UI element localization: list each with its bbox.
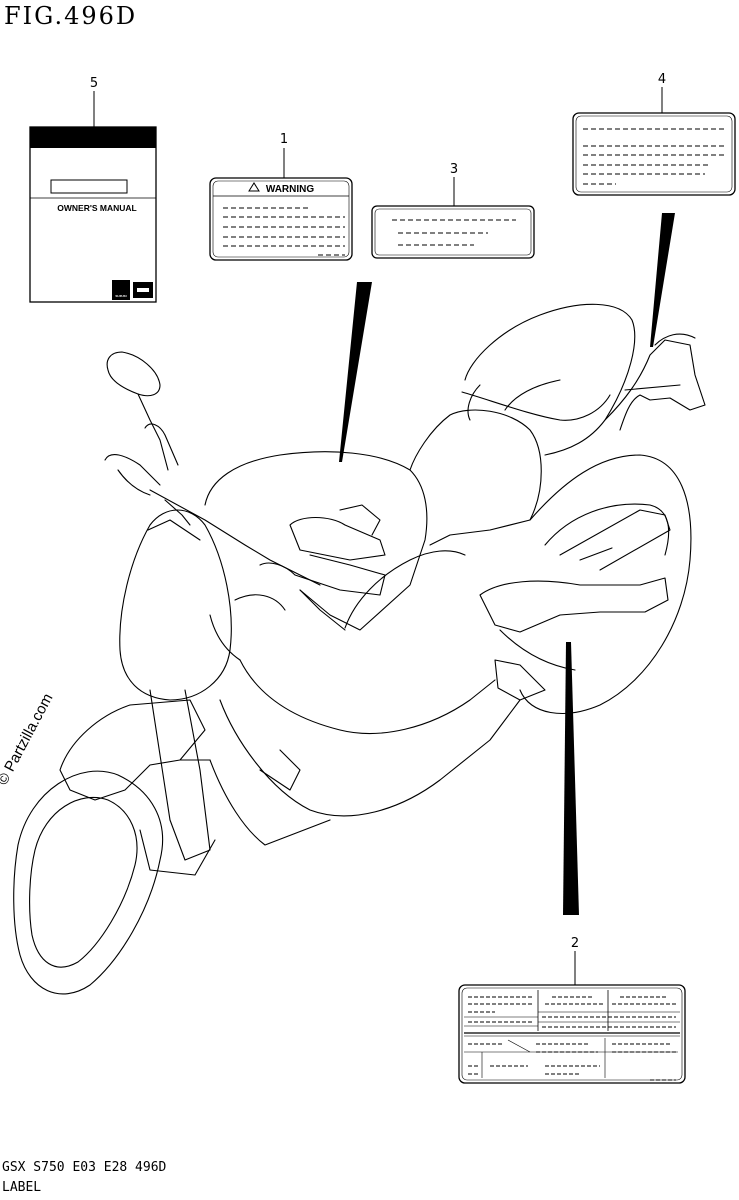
motorcycle-outline xyxy=(13,303,706,995)
manual-brand-logo: SUZUKI xyxy=(115,294,126,298)
callout-2: 2 xyxy=(571,936,579,951)
callout-5: 5 xyxy=(90,76,98,91)
figure-title: FIG.496D xyxy=(4,2,138,30)
callout-1: 1 xyxy=(280,132,288,147)
warning-label-heading: WARNING xyxy=(266,184,315,195)
footer-model-code: GSX S750 E03 E28 496D xyxy=(2,1160,167,1175)
callout-3: 3 xyxy=(450,162,458,177)
footer-section-label: LABEL xyxy=(2,1180,42,1195)
callout-4: 4 xyxy=(658,72,666,87)
owners-manual-part[interactable]: OWNER'S MANUAL SUZUKI xyxy=(29,126,157,303)
label-part-2[interactable] xyxy=(458,984,686,1084)
warning-triangle-icon xyxy=(248,182,260,192)
label-part-4[interactable] xyxy=(572,112,736,196)
label-part-3[interactable] xyxy=(371,205,535,259)
pointer-wedges xyxy=(339,213,675,915)
warning-label-part[interactable]: WARNING xyxy=(209,177,353,261)
leader-lines xyxy=(93,87,663,985)
owners-manual-title: OWNER'S MANUAL xyxy=(57,203,136,213)
